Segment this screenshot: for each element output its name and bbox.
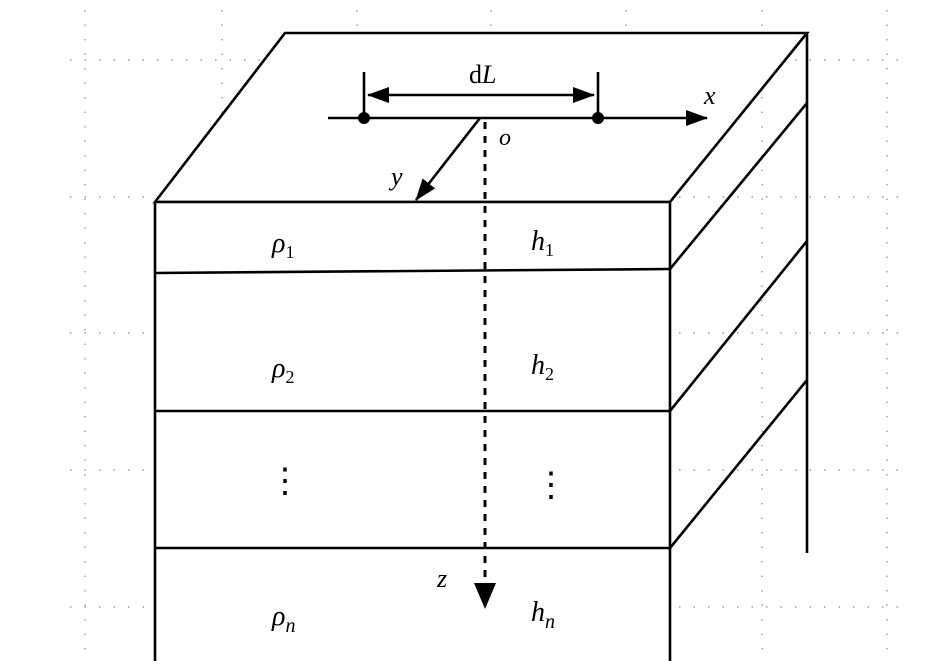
- side-boundary-2: [668, 240, 809, 412]
- origin-label: o: [499, 125, 511, 151]
- layer-1-resistivity: ρ1: [271, 228, 294, 262]
- h-symbol: h: [531, 350, 545, 381]
- z-axis-arrowhead: [474, 583, 496, 609]
- x-axis-label: x: [703, 81, 716, 110]
- electrode-b: [592, 112, 604, 124]
- rho-subscript: 1: [285, 242, 294, 262]
- h-ellipsis: ⋮: [534, 467, 568, 504]
- h-subscript: n: [545, 611, 555, 633]
- layer-1-thickness: h1: [531, 226, 554, 260]
- h-symbol: h: [531, 226, 545, 257]
- layered-box: [152, 31, 810, 661]
- rho-symbol: ρ: [271, 228, 285, 259]
- layer-n-resistivity: ρn: [271, 601, 295, 637]
- dipole-label-d: d: [469, 60, 482, 89]
- dipole-length-label: dL: [469, 60, 496, 89]
- layer-boundary-1: [154, 267, 671, 275]
- rho-ellipsis: ⋮: [268, 463, 302, 500]
- rho-subscript: n: [285, 615, 295, 637]
- rho-subscript: 2: [285, 367, 294, 387]
- z-axis-label: z: [436, 564, 447, 593]
- layer-2-resistivity: ρ2: [271, 353, 294, 387]
- side-boundary-3: [668, 379, 809, 549]
- dipole-label-l: L: [481, 60, 496, 89]
- rho-symbol: ρ: [271, 353, 285, 384]
- electrode-a: [358, 112, 370, 124]
- rho-symbol: ρ: [271, 601, 285, 632]
- h-subscript: 1: [545, 240, 554, 260]
- y-axis-label: y: [388, 162, 403, 191]
- side-boundary-1: [668, 102, 809, 270]
- h-subscript: 2: [545, 364, 554, 384]
- front-face: [155, 202, 670, 661]
- layer-2-thickness: h2: [531, 350, 554, 384]
- layer-n-thickness: hn: [531, 597, 555, 633]
- y-axis-arrow: [414, 117, 482, 201]
- h-symbol: h: [531, 597, 545, 628]
